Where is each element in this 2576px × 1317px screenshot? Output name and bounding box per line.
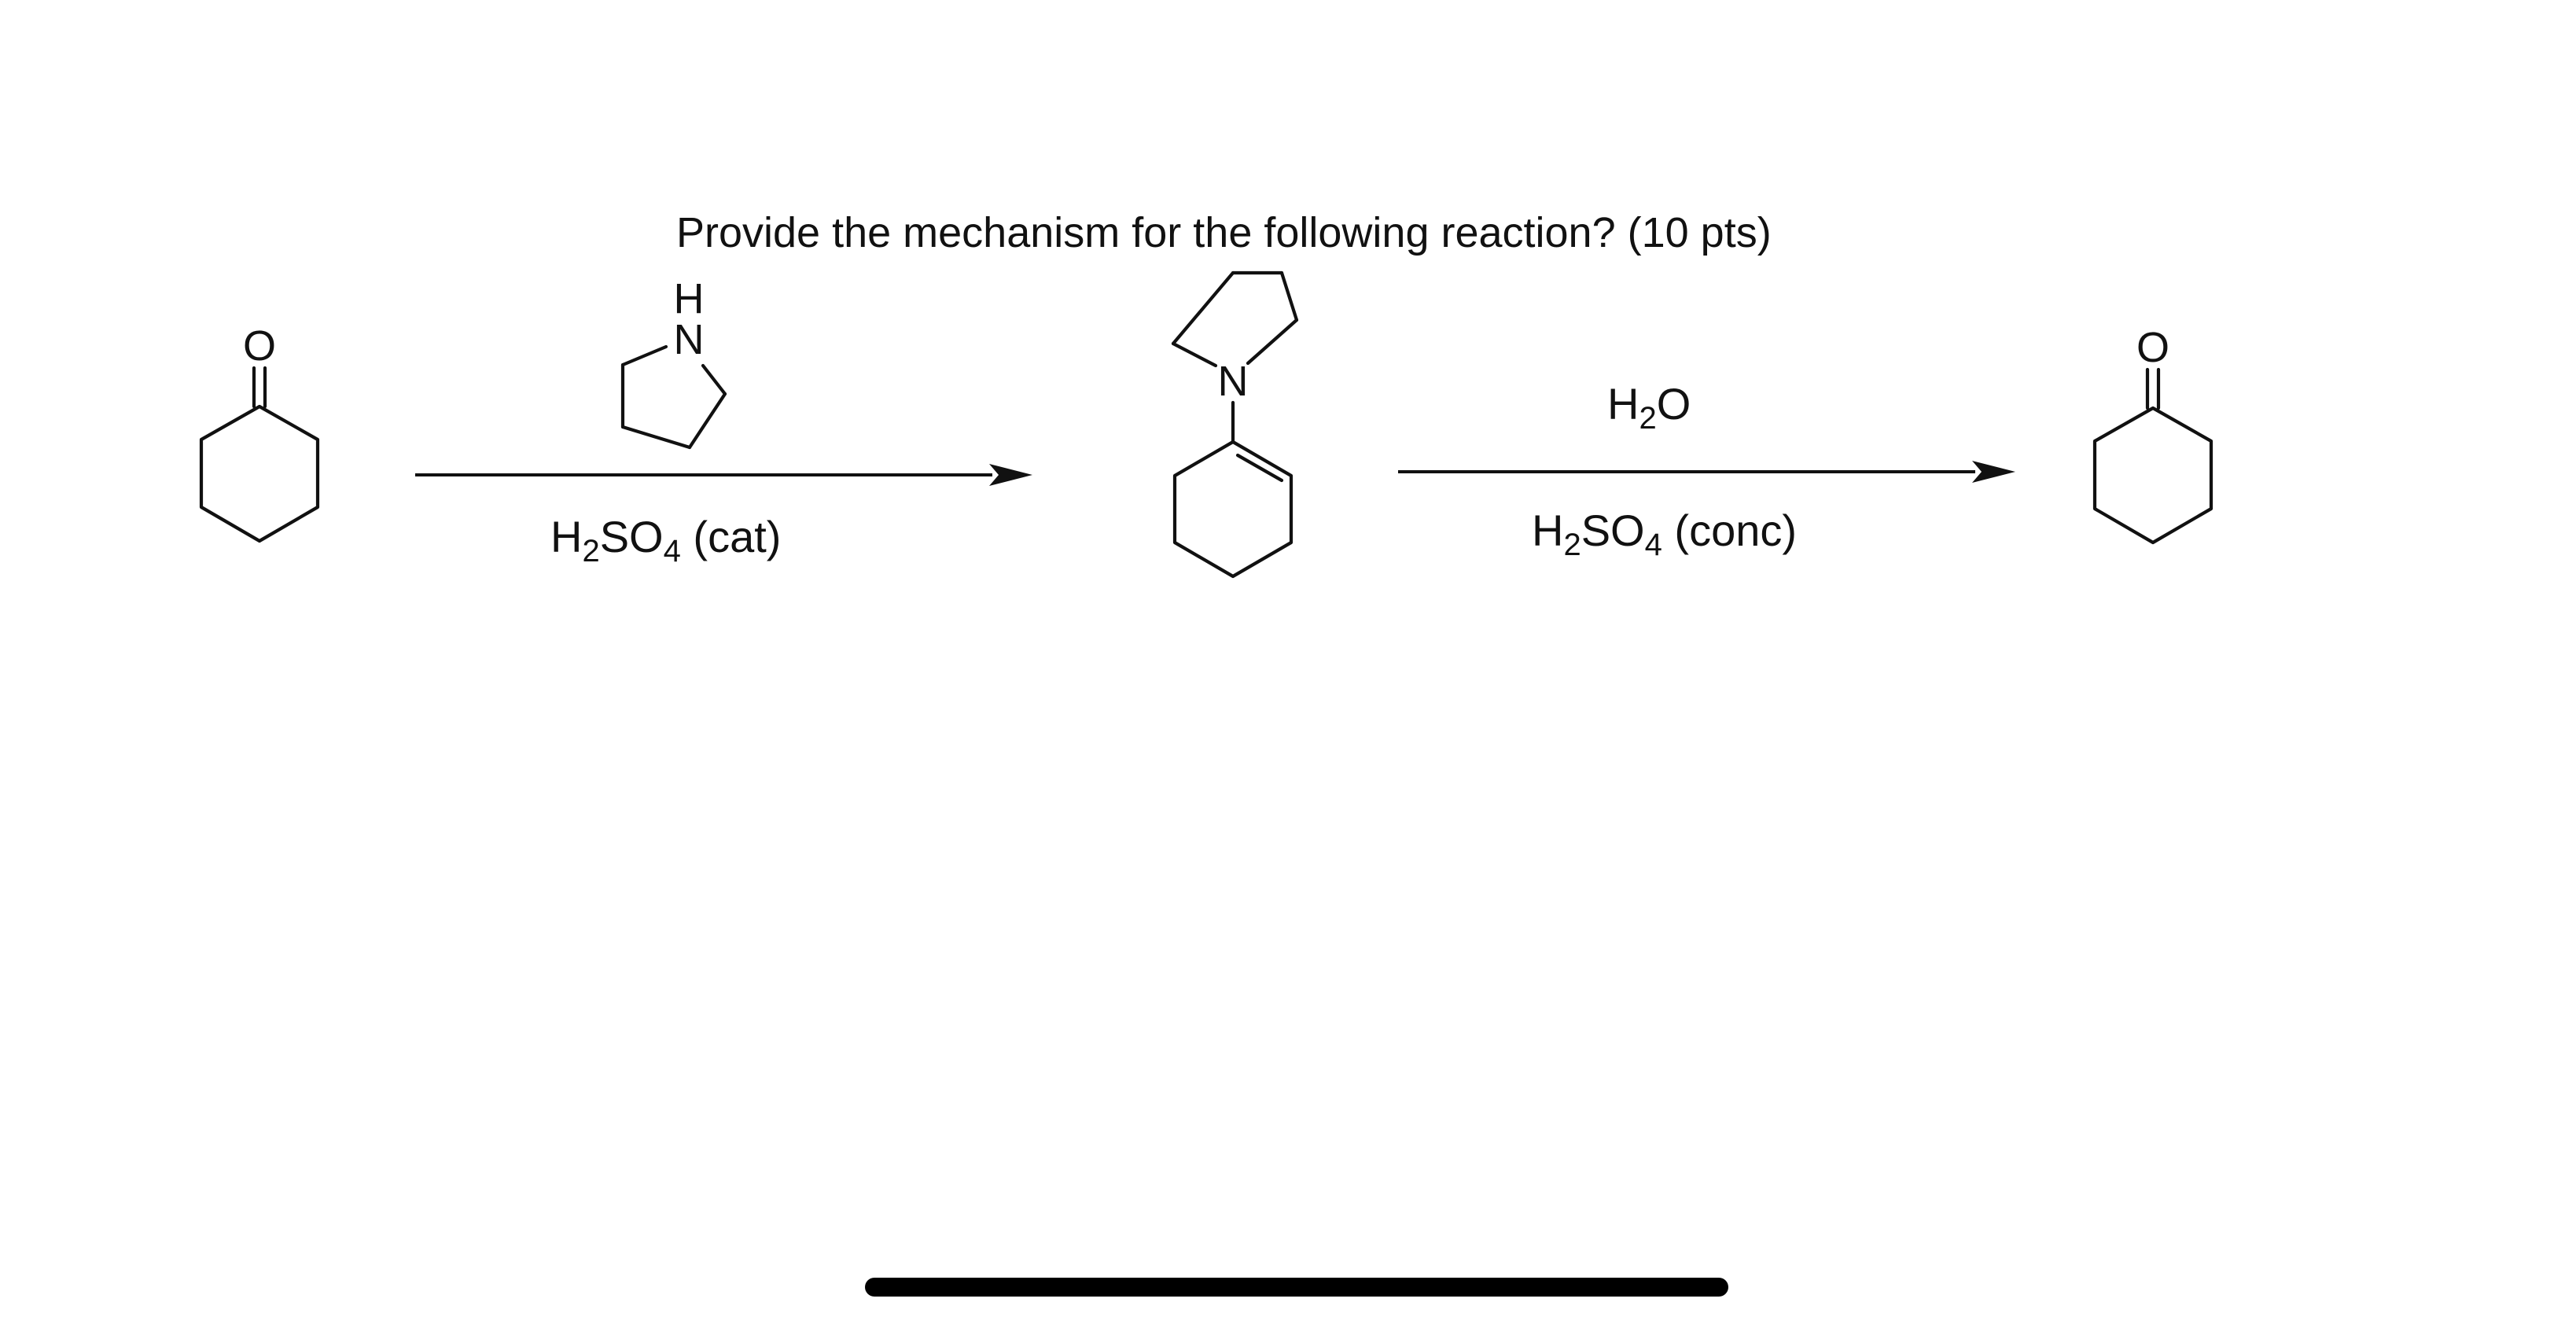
oxygen-label: O [243, 322, 276, 370]
ring-bond [687, 392, 727, 450]
cyclohexene-ring [1172, 440, 1294, 579]
ring-bond [1171, 270, 1235, 346]
ring-bond [620, 344, 668, 367]
reaction-arrow-1 [415, 464, 1032, 486]
ring-bond [620, 425, 692, 450]
ring-bond [1279, 270, 1299, 322]
double-bond [1235, 453, 1284, 483]
step2-condition: H2SO4 (conc) [1532, 506, 1797, 562]
question-text: Provide the mechanism for the following … [676, 209, 1772, 256]
home-indicator[interactable] [865, 1278, 1728, 1297]
cyclohexanone-start: O [199, 322, 320, 543]
reaction-arrow-2 [1398, 461, 2015, 483]
nitrogen-label: N [1218, 358, 1249, 405]
ring-bond [701, 363, 727, 396]
ring-bond [1171, 341, 1218, 368]
cyclohexanone-product: O [2092, 324, 2214, 545]
oxygen-label: O [2136, 324, 2169, 371]
step1-condition: H2SO4 (cat) [550, 512, 781, 568]
step2-reagent: H2O [1607, 379, 1691, 436]
enamine: N [1171, 270, 1299, 579]
cyclohexane-ring [2092, 406, 2214, 545]
cyclohexane-ring [199, 404, 320, 543]
nitrogen-label: N [674, 316, 705, 363]
ring-bond [1246, 318, 1299, 366]
hydrogen-label: H [674, 275, 705, 322]
pyrrolidine: H N [620, 275, 727, 450]
